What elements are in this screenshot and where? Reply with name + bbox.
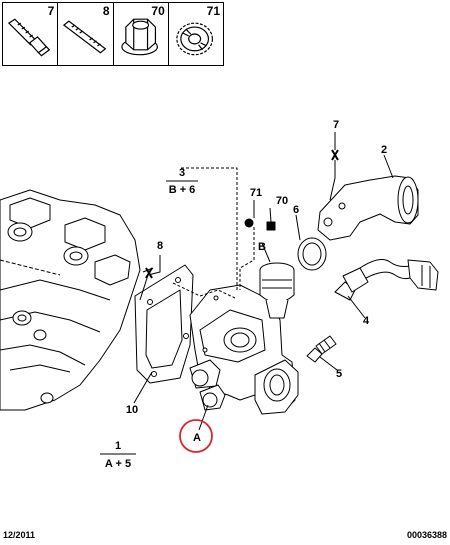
callout-10: 10 [126,404,138,416]
callout-5: 5 [336,368,342,380]
footer-date: 12/2011 [3,530,36,540]
callout-2: 2 [381,144,387,156]
legend-cell-bolt[interactable]: 7 [3,3,59,65]
parts-legend: 7 8 70 [2,2,224,66]
legend-num: 7 [47,4,55,18]
stud-icon [63,20,107,54]
callout-B: B [258,241,266,253]
callout-7: 7 [333,119,339,131]
stud-8-marker[interactable] [142,267,154,279]
bolt-7-marker[interactable] [331,149,339,161]
thermostat-B[interactable] [259,262,295,319]
legend-cell-flange-nut[interactable]: 70 [114,3,169,65]
callout-71: 71 [250,187,262,199]
gasket-10[interactable] [134,264,194,384]
legend-num: 8 [102,4,110,18]
callout-70: 70 [276,195,288,207]
legend-cell-stud[interactable]: 8 [58,3,114,65]
flange-nut-icon [120,18,158,56]
callout-4: 4 [363,315,370,327]
callout-1: 1 [115,440,121,452]
callout-6: 6 [293,204,299,216]
legend-num: 70 [151,4,165,18]
temperature-sensor-4[interactable] [334,259,439,301]
callout-3-sub: B + 6 [169,184,196,196]
callout-8: 8 [157,240,163,252]
washer-71-marker[interactable] [244,218,254,228]
outlet-elbow-2[interactable] [317,175,419,241]
callout-A: A [193,432,201,444]
footer-reference: 00036388 [406,530,447,540]
nut-70-marker[interactable] [266,221,276,231]
serrated-washer-icon [176,22,213,56]
callout-1-sub: A + 5 [105,458,131,470]
sensor-5[interactable] [306,335,337,363]
bolt-icon [7,18,51,57]
cylinder-head[interactable] [0,189,141,411]
callout-3: 3 [179,167,185,179]
legend-num: 71 [206,4,220,18]
legend-cell-serrated-washer[interactable]: 71 [169,3,223,65]
seal-ring-6[interactable] [297,237,327,271]
highlight-circle [179,419,213,453]
thermostat-housing-A[interactable] [189,284,299,415]
